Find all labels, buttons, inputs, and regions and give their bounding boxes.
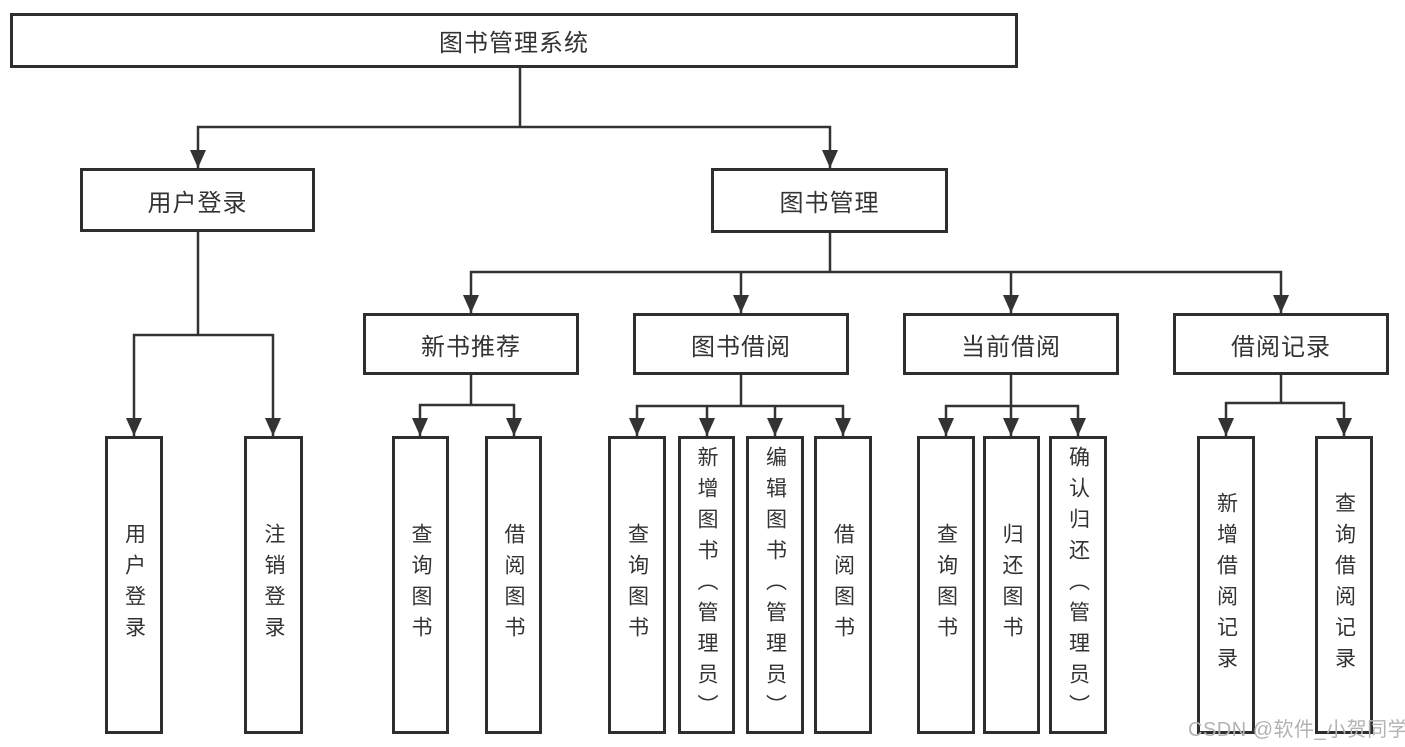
leaf-edit-books-admin: 编辑图书（管理员） [746, 436, 804, 734]
node-library-system-root: 图书管理系统 [10, 13, 1018, 68]
leaf-query-books-borrow: 查询图书 [608, 436, 666, 734]
leaf-return-books: 归还图书 [983, 436, 1040, 734]
leaf-query-books-borrow-label: 查询图书 [625, 523, 649, 647]
leaf-query-books-current: 查询图书 [917, 436, 975, 734]
connector-borrow-records-to-leaves [1218, 375, 1352, 436]
leaf-add-books-admin-label: 新增图书（管理员） [695, 445, 718, 725]
leaf-edit-books-admin-label: 编辑图书（管理员） [763, 445, 787, 725]
node-book-borrow-label: 图书借阅 [691, 333, 791, 361]
leaf-borrow-books-recommend: 借阅图书 [485, 436, 542, 734]
leaf-confirm-return-admin-label: 确认归还（管理员） [1066, 445, 1090, 725]
node-book-management-label: 图书管理 [779, 190, 880, 217]
connector-current-borrow-to-leaves [938, 375, 1086, 436]
leaf-logout: 注销登录 [244, 436, 303, 734]
leaf-user-login: 用户登录 [105, 436, 163, 734]
csdn-watermark: CSDN @软件_小贺同学 [1188, 719, 1405, 741]
connector-root-to-level2 [190, 68, 838, 168]
node-new-book-recommend-label: 新书推荐 [421, 333, 521, 361]
leaf-logout-label: 注销登录 [262, 523, 285, 647]
leaf-borrow-books-label: 借阅图书 [831, 523, 855, 647]
node-current-borrow-label: 当前借阅 [961, 333, 1061, 361]
leaf-add-borrow-record-label: 新增借阅记录 [1214, 492, 1238, 678]
node-book-management: 图书管理 [711, 168, 948, 233]
connector-book-borrow-to-leaves [629, 375, 851, 436]
node-book-borrow: 图书借阅 [633, 313, 849, 375]
leaf-return-books-label: 归还图书 [1000, 523, 1023, 647]
leaf-user-login-label: 用户登录 [122, 523, 146, 647]
node-borrow-records-label: 借阅记录 [1231, 333, 1331, 361]
node-borrow-records: 借阅记录 [1173, 313, 1389, 375]
leaf-confirm-return-admin: 确认归还（管理员） [1049, 436, 1107, 734]
node-user-login: 用户登录 [80, 168, 315, 232]
leaf-query-books-recommend: 查询图书 [392, 436, 449, 734]
leaf-add-borrow-record: 新增借阅记录 [1197, 436, 1255, 734]
leaf-query-books-recommend-label: 查询图书 [409, 523, 432, 647]
leaf-borrow-books-recommend-label: 借阅图书 [502, 523, 525, 647]
node-library-system-root-label: 图书管理系统 [439, 30, 589, 57]
connector-user-login-to-leaves [126, 232, 281, 436]
connector-book-mgmt-to-level3 [463, 232, 1289, 313]
leaf-query-borrow-record: 查询借阅记录 [1315, 436, 1373, 734]
connector-new-book-to-leaves [412, 375, 522, 436]
leaf-borrow-books: 借阅图书 [814, 436, 872, 734]
leaf-query-books-current-label: 查询图书 [934, 523, 958, 647]
node-current-borrow: 当前借阅 [903, 313, 1119, 375]
leaf-query-borrow-record-label: 查询借阅记录 [1332, 492, 1356, 678]
node-user-login-label: 用户登录 [147, 189, 248, 217]
leaf-add-books-admin: 新增图书（管理员） [678, 436, 735, 734]
node-new-book-recommend: 新书推荐 [363, 313, 579, 375]
